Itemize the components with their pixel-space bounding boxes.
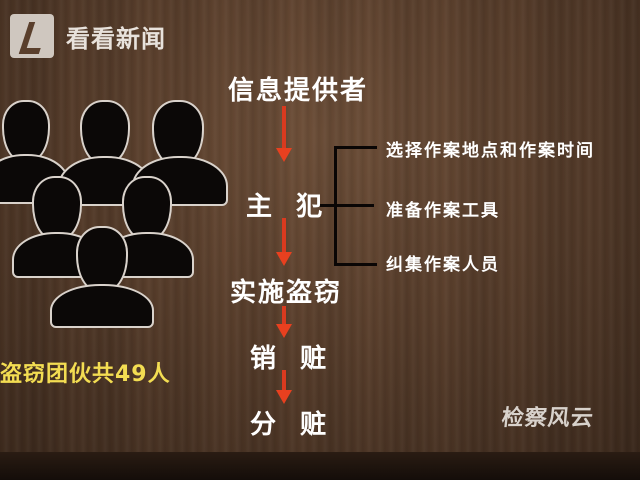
node-fence: 销 赃: [250, 344, 329, 374]
branch-connector: [334, 204, 374, 207]
arrow-down-icon: [276, 218, 292, 266]
node-split-loot: 分 赃: [250, 410, 329, 440]
arrow-down-icon: [276, 106, 292, 162]
logo-text: 看看新闻: [66, 23, 166, 53]
node-theft: 实施盗窃: [230, 278, 343, 308]
kankan-news-logo: 看看新闻: [10, 14, 166, 58]
kankan-logo-icon: [10, 14, 54, 58]
branch-recruit-members: 纠集作案人员: [386, 255, 500, 275]
principal-connector: [320, 204, 334, 207]
node-principal: 主 犯: [246, 192, 325, 222]
program-logo: 检察风云: [500, 405, 596, 431]
gang-size-caption: 盗窃团伙共49人: [0, 362, 171, 387]
branch-prepare-tools: 准备作案工具: [386, 201, 500, 221]
arrow-down-icon: [276, 370, 292, 404]
node-informant: 信息提供者: [228, 76, 369, 106]
tv-screen: 看看新闻 盗窃团伙共49人 信息提供者: [0, 0, 640, 452]
tv-bezel: [0, 452, 640, 480]
branch-choose-time-place: 选择作案地点和作案时间: [386, 141, 595, 161]
arrow-down-icon: [276, 306, 292, 338]
